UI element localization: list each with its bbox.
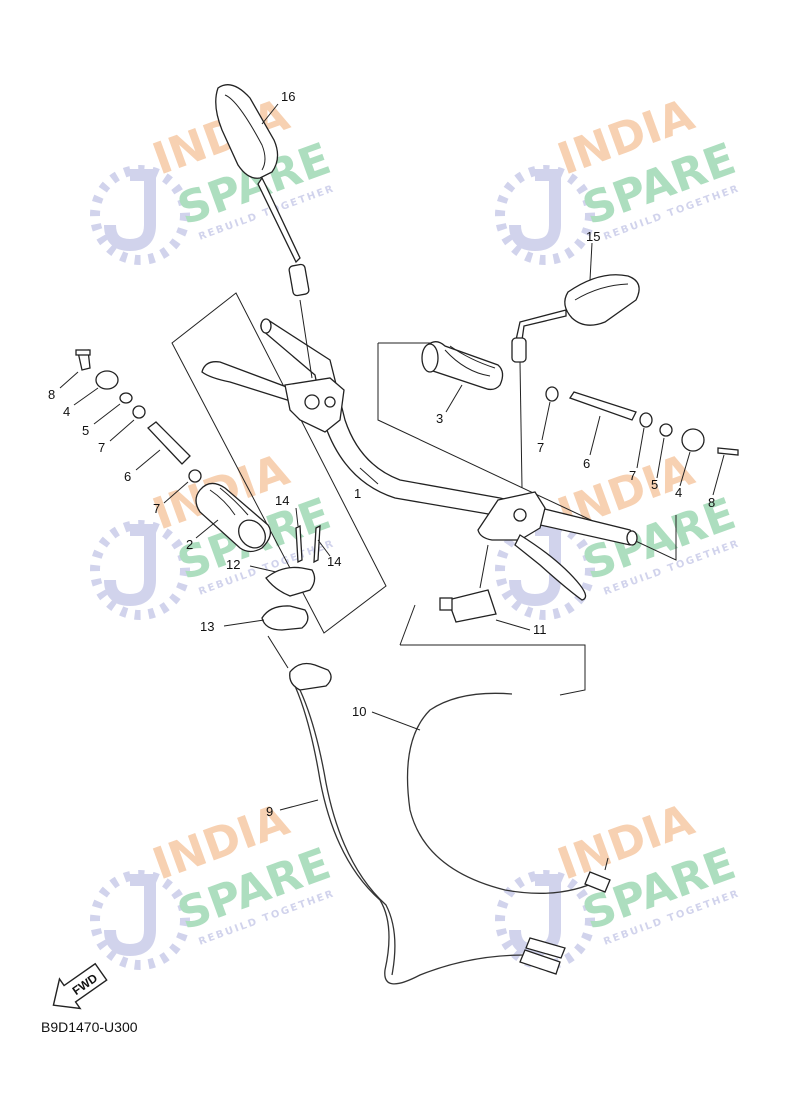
callout-14-b: 14 [327,554,341,569]
callout-10: 10 [352,704,366,719]
wrench-logo-icon [90,870,190,970]
rod-6-right [568,391,637,421]
callout-14-a: 14 [275,493,289,508]
washer-5-left [119,392,133,404]
wrench-logo-icon [90,520,190,620]
cable-9-second-strand [299,689,396,976]
mirror-left [215,84,310,297]
watermark-bottom-left: INDIA SPARE REBUILD TOGETHER [90,794,337,970]
watermark-top-left: INDIA SPARE REBUILD TOGETHER [90,89,337,265]
cable-11-frame [399,604,586,696]
screw-14-a [295,524,303,564]
nut-7-right-b [639,412,653,428]
wrench-logo-icon [495,165,595,265]
callout-4-left: 4 [63,404,70,419]
screw-14-b [313,524,321,564]
left-assembly-frame [171,292,387,634]
callout-6-right: 6 [583,456,590,471]
callout-8-right: 8 [708,495,715,510]
callout-6-left: 6 [124,469,131,484]
callout-labels: 16 15 1 3 2 8 4 5 7 6 7 7 6 7 5 4 8 14 1… [48,89,715,819]
right-end-hardware [545,386,739,456]
washer-5-right [659,423,673,437]
switch-11 [439,589,497,623]
cables [294,685,611,985]
callout-7-left-a: 7 [98,440,105,455]
handlebar [260,318,638,546]
clutch-lever-left [201,361,345,433]
callout-15: 15 [586,229,600,244]
callout-13: 13 [200,619,214,634]
callout-5-left: 5 [82,423,89,438]
watermark-top-right: INDIA SPARE REBUILD TOGETHER [495,89,742,265]
callout-5-right: 5 [651,477,658,492]
callout-11: 11 [533,622,547,637]
fwd-arrow-icon: FWD [52,962,108,1010]
housing-lower-13 [261,605,309,631]
nut-7-left-b [188,469,202,483]
cable-10 [406,692,601,894]
group-frames [171,292,677,696]
weight-4-right [681,428,705,452]
bolt-8-right [717,447,739,456]
callout-9: 9 [266,804,273,819]
grip-left [195,482,272,553]
callout-4-right: 4 [675,485,682,500]
wrench-logo-icon [90,165,190,265]
grip-right [421,341,504,391]
nut-7-right-a [545,386,559,402]
callout-7-right-b: 7 [629,468,636,483]
mirror-right [511,274,640,363]
cable-9 [294,685,526,985]
weight-4-left [95,370,119,390]
callout-16: 16 [281,89,295,104]
nut-7-left-a [132,405,146,419]
callout-2: 2 [186,537,193,552]
leader-lines [59,103,725,811]
callout-3: 3 [436,411,443,426]
rod-6-left [147,421,191,465]
brake-lever-right [477,491,587,601]
callout-12: 12 [226,557,240,572]
callout-7-left-b: 7 [153,501,160,516]
left-end-hardware [75,349,202,483]
housing-upper-12 [265,566,316,597]
callout-8-left: 8 [48,387,55,402]
cable-end-9 [289,662,332,691]
diagram-code: B9D1470-U300 [41,1019,138,1035]
callout-1: 1 [354,486,361,501]
callout-7-right-a: 7 [537,440,544,455]
throttle-housing [261,524,332,691]
